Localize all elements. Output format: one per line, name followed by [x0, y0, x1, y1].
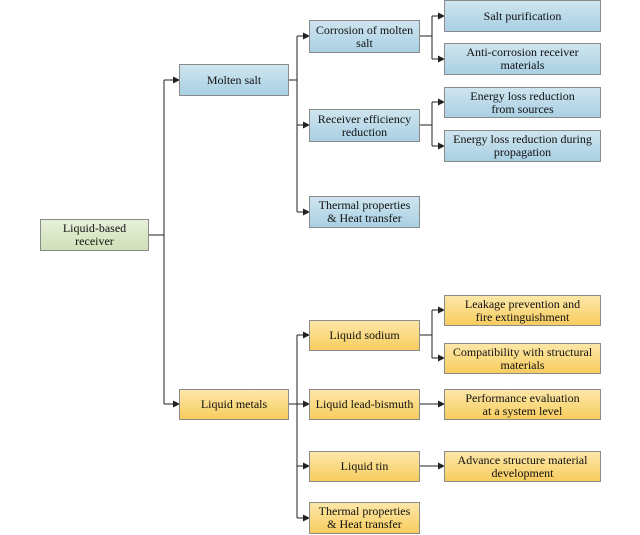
node-label: Corrosion of molten salt	[315, 22, 414, 50]
node-liquid-metals: Liquid metals	[179, 389, 289, 420]
node-label: Liquid-based receiver	[62, 221, 127, 248]
node-label: Compatibility with structural materials	[452, 344, 593, 372]
node-compatibility-structural-materials: Compatibility with structural materials	[444, 343, 601, 374]
node-label: Energy loss reduction from sources	[470, 88, 575, 116]
node-corrosion-of-molten-salt: Corrosion of molten salt	[309, 20, 420, 53]
node-label: Leakage prevention and fire extinguishme…	[464, 296, 581, 324]
node-salt-purification: Salt purification	[444, 0, 601, 32]
node-label: Receiver efficiency reduction	[317, 111, 412, 139]
connector-root	[149, 80, 165, 404]
node-energy-loss-reduction-propagation: Energy loss reduction during propagation	[444, 130, 601, 162]
node-advance-structure-material: Advance structure material development	[444, 451, 601, 482]
node-liquid-sodium: Liquid sodium	[309, 320, 420, 351]
node-label: Salt purification	[483, 8, 562, 23]
node-thermal-properties-molten-salt: Thermal properties & Heat transfer	[309, 196, 420, 228]
node-label: Liquid metals	[200, 397, 268, 411]
node-label: Thermal properties & Heat transfer	[318, 504, 411, 531]
node-liquid-based-receiver: Liquid-based receiver	[40, 219, 149, 251]
connector-corrosion	[420, 16, 433, 59]
node-label: Thermal properties & Heat transfer	[318, 198, 411, 225]
node-anti-corrosion-receiver-materials: Anti-corrosion receiver materials	[444, 43, 601, 75]
connector-molten-salt	[289, 36, 298, 212]
node-label: Liquid sodium	[329, 328, 400, 342]
node-receiver-efficiency-reduction: Receiver efficiency reduction	[309, 109, 420, 142]
node-label: Liquid tin	[340, 459, 389, 473]
node-thermal-properties-liquid-metals: Thermal properties & Heat transfer	[309, 502, 420, 534]
node-energy-loss-reduction-sources: Energy loss reduction from sources	[444, 87, 601, 118]
node-label: Advance structure material development	[457, 452, 588, 480]
node-label: Performance evaluation at a system level	[465, 390, 580, 418]
connector-sodium	[420, 310, 433, 358]
node-label: Energy loss reduction during propagation	[453, 132, 592, 159]
node-label: Liquid lead-bismuth	[315, 397, 414, 411]
node-liquid-lead-bismuth: Liquid lead-bismuth	[309, 389, 420, 420]
node-leakage-prevention: Leakage prevention and fire extinguishme…	[444, 295, 601, 326]
connector-efficiency	[420, 102, 433, 146]
connector-liquid-metals	[289, 335, 298, 518]
node-performance-evaluation: Performance evaluation at a system level	[444, 389, 601, 420]
node-molten-salt: Molten salt	[179, 64, 289, 96]
node-liquid-tin: Liquid tin	[309, 451, 420, 482]
node-label: Anti-corrosion receiver materials	[466, 45, 579, 72]
node-label: Molten salt	[206, 72, 262, 87]
